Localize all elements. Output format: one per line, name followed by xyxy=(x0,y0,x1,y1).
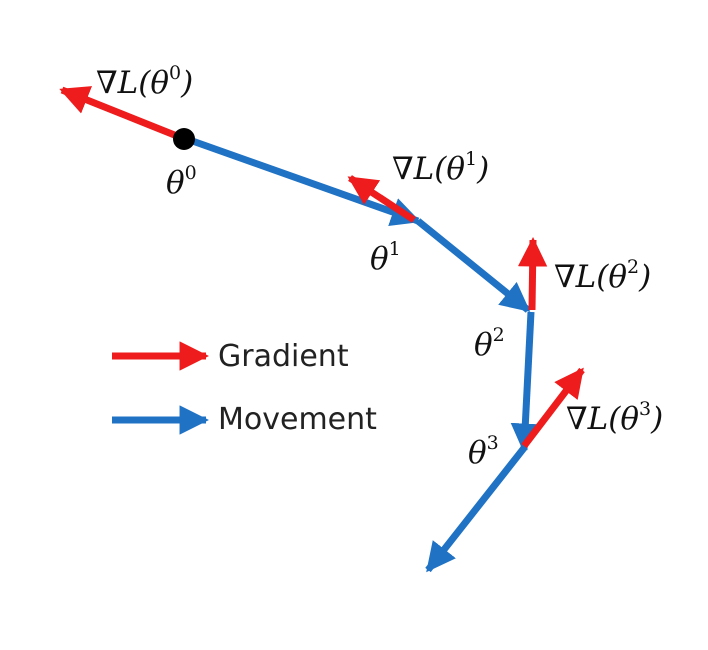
theta-label-3: θ3 xyxy=(468,432,499,471)
movement-arrow-1-2 xyxy=(415,218,531,313)
gradient-label-3: ∇L(θ3) xyxy=(566,398,664,437)
theta-label-2: θ2 xyxy=(474,324,505,363)
movement-arrow-3-next xyxy=(425,445,527,573)
gradient-arrow-2 xyxy=(517,237,548,311)
gradient-arrow-0 xyxy=(59,86,184,142)
gradient-label-0: ∇L(θ0) xyxy=(96,62,194,101)
start-point xyxy=(173,128,195,150)
theta-label-0: θ0 xyxy=(166,162,197,201)
theta-label-1: θ1 xyxy=(370,238,401,277)
movement-arrow-2-3 xyxy=(510,311,541,453)
gradient-arrow-3 xyxy=(521,367,585,449)
gradient-arrow-1 xyxy=(347,175,416,223)
gradient-label-1: ∇L(θ1) xyxy=(392,148,490,187)
movement-arrow-0-1 xyxy=(182,134,421,227)
legend-gradient-label: Gradient xyxy=(218,339,349,374)
legend-movement-label: Movement xyxy=(218,402,377,437)
gradient-label-2: ∇L(θ2) xyxy=(554,256,652,295)
